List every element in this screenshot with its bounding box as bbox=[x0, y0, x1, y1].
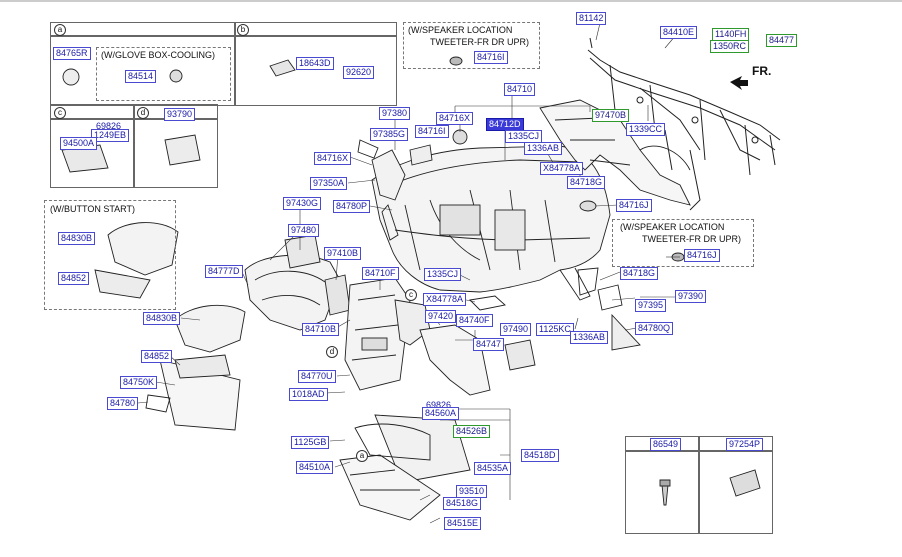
part-84535A[interactable]: 84535A bbox=[474, 462, 512, 475]
part-1350RC[interactable]: 1350RC bbox=[710, 40, 750, 53]
speaker-right-line1: (W/SPEAKER LOCATION bbox=[620, 222, 725, 232]
part-84710[interactable]: 84710 bbox=[504, 83, 536, 96]
part-84710B[interactable]: 84710B bbox=[302, 323, 340, 336]
callout-a: a bbox=[356, 450, 368, 462]
part-1018AD[interactable]: 1018AD bbox=[289, 388, 328, 401]
part-97470B[interactable]: 97470B bbox=[592, 109, 630, 122]
front-direction-label: FR. bbox=[752, 64, 772, 78]
part-84716I-top[interactable]: 84716I bbox=[474, 51, 508, 64]
part-97380[interactable]: 97380 bbox=[379, 107, 411, 120]
button-start-note: (W/BUTTON START) bbox=[50, 204, 135, 214]
part-84518D[interactable]: 84518D bbox=[521, 449, 559, 462]
inset-letter-d: d bbox=[137, 107, 149, 119]
part-97395[interactable]: 97395 bbox=[635, 299, 667, 312]
glove-box-cooling-note: (W/GLOVE BOX-COOLING) bbox=[101, 50, 216, 60]
part-1335CJ-mid[interactable]: 1335CJ bbox=[424, 268, 462, 281]
part-97385G[interactable]: 97385G bbox=[370, 128, 409, 141]
part-97350A[interactable]: 97350A bbox=[310, 177, 348, 190]
inset-header-line-cd bbox=[50, 118, 218, 120]
part-84770U[interactable]: 84770U bbox=[298, 370, 336, 383]
part-97430G[interactable]: 97430G bbox=[283, 197, 322, 210]
part-1125GB[interactable]: 1125GB bbox=[291, 436, 330, 449]
speaker-top-box bbox=[403, 22, 540, 69]
part-81142[interactable]: 81142 bbox=[576, 12, 607, 25]
part-97410B[interactable]: 97410B bbox=[324, 247, 362, 260]
speaker-top-line2: TWEETER-FR DR UPR) bbox=[430, 37, 529, 47]
part-84750K[interactable]: 84750K bbox=[120, 376, 158, 389]
callout-d: d bbox=[326, 346, 338, 358]
part-84710F[interactable]: 84710F bbox=[362, 267, 399, 280]
inset-letter-b: b bbox=[237, 24, 249, 36]
part-97390[interactable]: 97390 bbox=[675, 290, 707, 303]
part-84716X-left[interactable]: 84716X bbox=[314, 152, 352, 165]
front-direction-arrow bbox=[730, 76, 748, 90]
part-93790[interactable]: 93790 bbox=[164, 108, 196, 121]
inset-divider-cd bbox=[133, 104, 135, 188]
part-84777D[interactable]: 84777D bbox=[205, 265, 243, 278]
part-92620[interactable]: 92620 bbox=[343, 66, 375, 79]
inset-letter-c: c bbox=[54, 107, 66, 119]
part-84526B[interactable]: 84526B bbox=[453, 425, 491, 438]
part-84852-main[interactable]: 84852 bbox=[141, 350, 173, 363]
part-84718G-mid[interactable]: 84718G bbox=[620, 267, 659, 280]
fastener-legend-divider bbox=[698, 436, 700, 534]
part-1125KC[interactable]: 1125KC bbox=[536, 323, 574, 336]
part-97490[interactable]: 97490 bbox=[500, 323, 532, 336]
part-1336AB-mid[interactable]: 1336AB bbox=[570, 331, 609, 344]
speaker-right-box bbox=[612, 219, 754, 267]
part-84830B-inset[interactable]: 84830B bbox=[58, 232, 96, 245]
part-84514[interactable]: 84514 bbox=[125, 70, 157, 83]
part-84712D[interactable]: 84712D bbox=[486, 118, 524, 131]
part-84830B-main[interactable]: 84830B bbox=[143, 312, 181, 325]
part-84718G-top[interactable]: 84718G bbox=[567, 176, 606, 189]
part-84780[interactable]: 84780 bbox=[107, 397, 139, 410]
part-84716J-right[interactable]: 84716J bbox=[684, 249, 720, 262]
part-84852-inset[interactable]: 84852 bbox=[58, 272, 90, 285]
part-84518G[interactable]: 84518G bbox=[443, 497, 482, 510]
inset-divider-ab bbox=[234, 22, 236, 106]
part-18643D[interactable]: 18643D bbox=[296, 57, 334, 70]
part-97420[interactable]: 97420 bbox=[425, 310, 457, 323]
part-1339CC[interactable]: 1339CC bbox=[626, 123, 666, 136]
part-94500A[interactable]: 94500A bbox=[60, 137, 98, 150]
part-84410E[interactable]: 84410E bbox=[660, 26, 698, 39]
inset-grid-top bbox=[50, 22, 397, 106]
callout-c: c bbox=[405, 289, 417, 301]
part-84716X-top[interactable]: 84716X bbox=[436, 112, 474, 125]
cowl-cross-bar-drawing bbox=[587, 37, 781, 211]
inset-letter-a: a bbox=[54, 24, 66, 36]
part-97254P[interactable]: 97254P bbox=[726, 438, 764, 451]
glove-box-cooling-box bbox=[96, 47, 231, 101]
part-X84778A-mid[interactable]: X84778A bbox=[423, 293, 467, 306]
part-X84778A-top[interactable]: X84778A bbox=[540, 162, 584, 175]
part-69826-inset[interactable]: 69826 bbox=[96, 121, 122, 131]
part-1336AB-top[interactable]: 1336AB bbox=[524, 142, 563, 155]
speaker-top-line1: (W/SPEAKER LOCATION bbox=[408, 25, 513, 35]
part-84716I-mid[interactable]: 84716I bbox=[415, 125, 449, 138]
part-84515E[interactable]: 84515E bbox=[444, 517, 482, 530]
part-86549[interactable]: 86549 bbox=[650, 438, 682, 451]
part-84477[interactable]: 84477 bbox=[766, 34, 798, 47]
part-84780P[interactable]: 84780P bbox=[333, 200, 371, 213]
part-84765R[interactable]: 84765R bbox=[53, 47, 91, 60]
speaker-right-line2: TWEETER-FR DR UPR) bbox=[642, 234, 741, 244]
part-84780Q[interactable]: 84780Q bbox=[635, 322, 674, 335]
part-97480[interactable]: 97480 bbox=[288, 224, 320, 237]
part-84560A[interactable]: 84560A bbox=[422, 407, 460, 420]
part-69826-low[interactable]: 69826 bbox=[426, 400, 452, 410]
part-1249EB[interactable]: 1249EB bbox=[91, 129, 130, 142]
button-start-box bbox=[44, 200, 176, 310]
part-1335CJ-top[interactable]: 1335CJ bbox=[505, 130, 543, 143]
inset-header-line bbox=[50, 35, 397, 37]
part-84747[interactable]: 84747 bbox=[473, 338, 505, 351]
part-84716J-mid[interactable]: 84716J bbox=[616, 199, 652, 212]
part-84510A[interactable]: 84510A bbox=[296, 461, 334, 474]
fastener-legend-header-line bbox=[625, 450, 773, 452]
part-84740F[interactable]: 84740F bbox=[456, 314, 493, 327]
left-parts-drawing bbox=[61, 59, 761, 521]
